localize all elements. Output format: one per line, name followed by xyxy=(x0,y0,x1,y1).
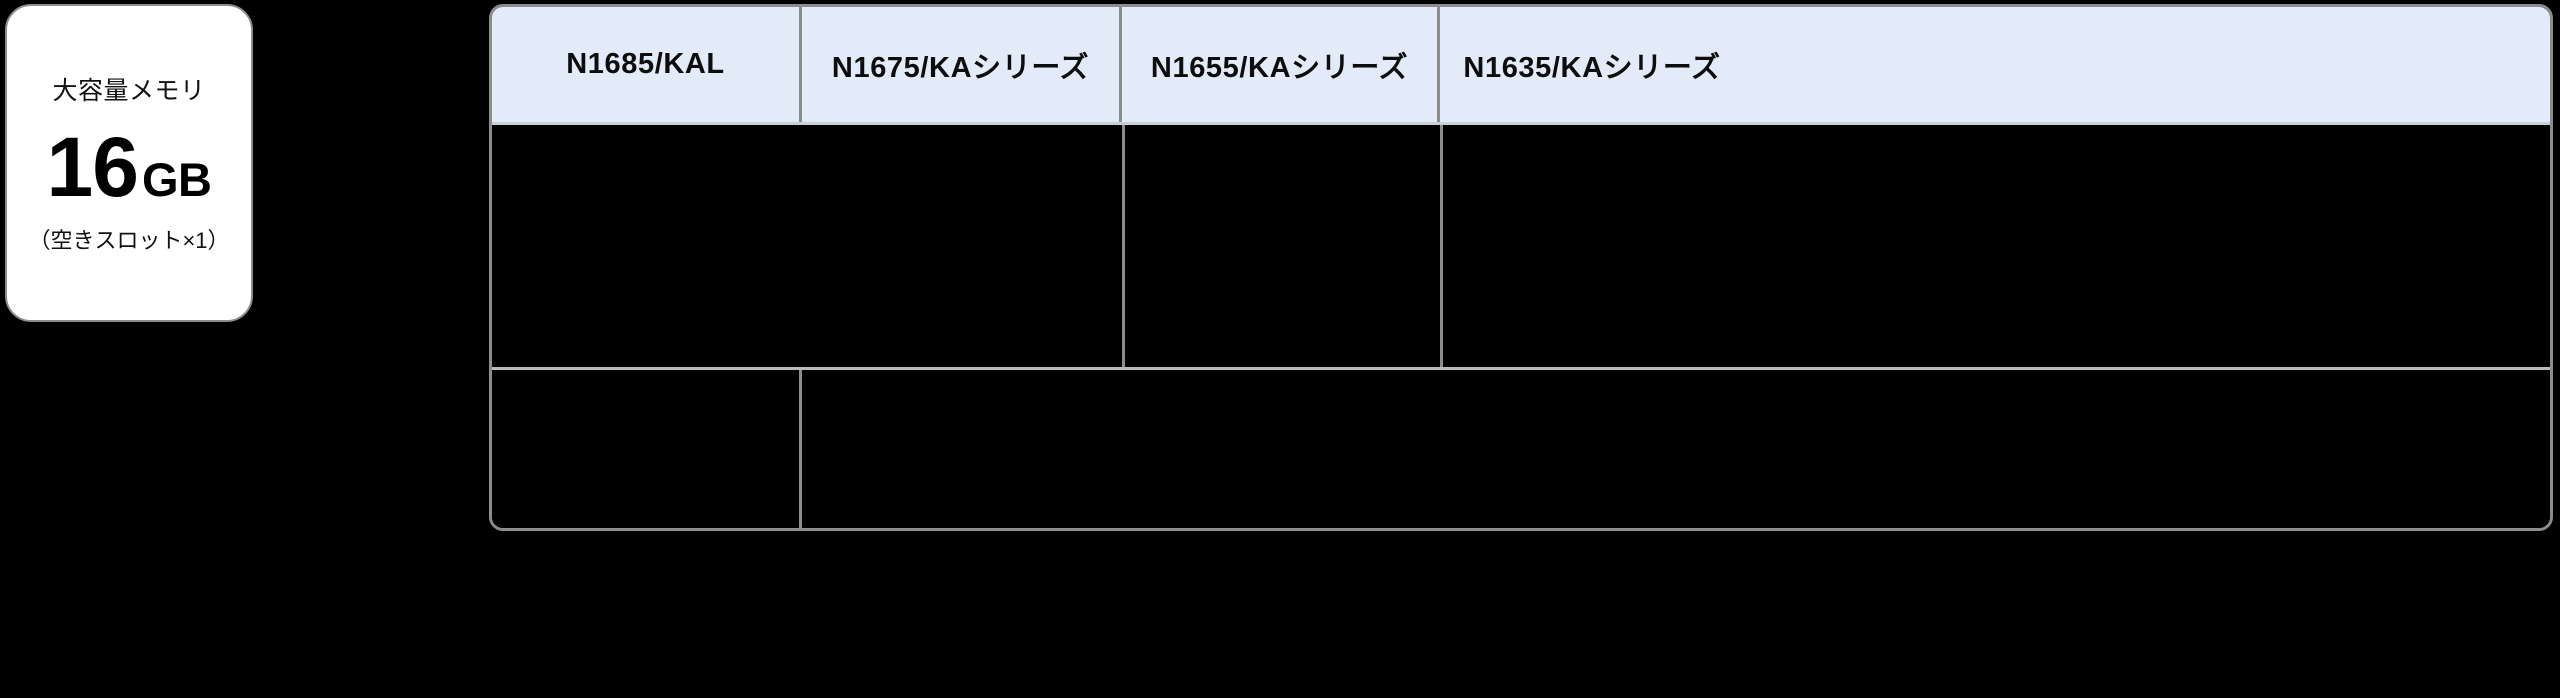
model-comparison-table: N1685/KAL N1675/KAシリーズ N1655/KAシリーズ N163… xyxy=(489,4,2553,531)
table-cell-redacted xyxy=(1443,125,1747,367)
table-cell-redacted xyxy=(802,370,1747,528)
table-cell-redacted xyxy=(492,370,802,528)
table-header-cell-n1635-ka-series: N1635/KAシリーズ xyxy=(1440,7,1744,122)
table-cell-redacted xyxy=(492,125,1125,367)
spec-card-value-number: 16 xyxy=(46,119,139,214)
table-header-cell-n1675-ka-series: N1675/KAシリーズ xyxy=(802,7,1122,122)
spec-card-value: 16 GB xyxy=(46,119,212,214)
memory-spec-card: 大容量メモリ 16 GB （空きスロット×1） xyxy=(5,4,253,322)
table-cell-redacted xyxy=(1125,125,1443,367)
spec-card-note: （空きスロット×1） xyxy=(28,228,230,254)
table-row xyxy=(492,370,2550,528)
table-header-cell-n1655-ka-series: N1655/KAシリーズ xyxy=(1122,7,1440,122)
spec-card-value-unit: GB xyxy=(141,152,212,206)
table-header-cell-n1685-kal: N1685/KAL xyxy=(492,7,802,122)
spec-card-title: 大容量メモリ xyxy=(52,77,206,105)
table-header-row: N1685/KAL N1675/KAシリーズ N1655/KAシリーズ N163… xyxy=(492,7,2550,125)
table-row xyxy=(492,125,2550,370)
